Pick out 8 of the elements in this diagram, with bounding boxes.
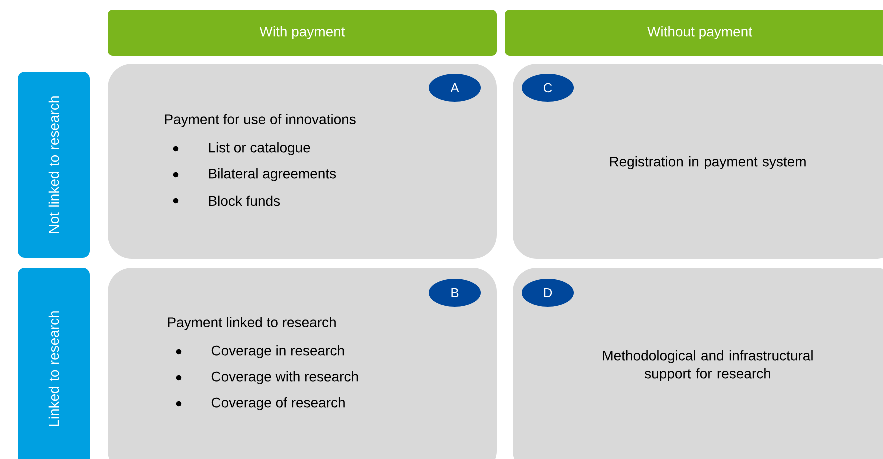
letter-badge: B (429, 279, 481, 307)
column-header: Without payment (505, 10, 883, 56)
letter-badge: C (522, 74, 574, 102)
column-header: With payment (108, 10, 497, 56)
letter-badge: D (522, 279, 574, 307)
row-header: Not linked to research (18, 72, 90, 258)
row-header: Linked to research (18, 268, 90, 459)
letter-badge: A (429, 74, 481, 102)
